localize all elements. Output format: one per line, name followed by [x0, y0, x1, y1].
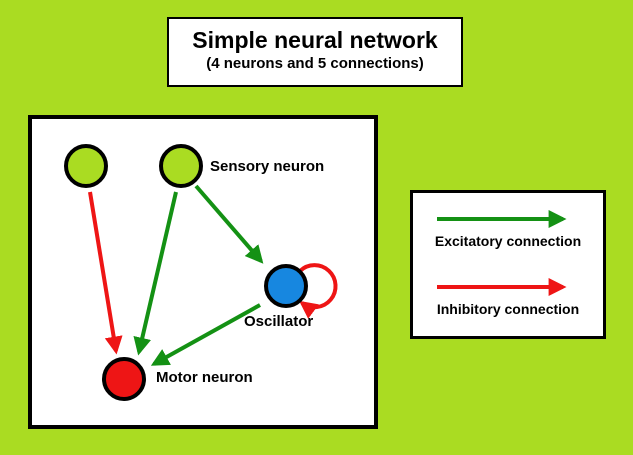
inhibitory-connection-label: Inhibitory connection: [436, 301, 580, 317]
legend-canvas: [437, 210, 567, 296]
network-diagram-panel: Sensory neuron Oscillator Motor neuron: [28, 115, 378, 429]
inhibitory-self-loop-oscillator: [298, 263, 338, 319]
oscillator-neuron: [264, 264, 308, 308]
excitatory-connection-sensory2-to-oscillator: [194, 184, 264, 264]
diagram-subtitle: (4 neurons and 5 connections): [206, 55, 424, 72]
excitatory-connection-oscillator-to-motor: [150, 303, 261, 366]
excitatory-connection-label: Excitatory connection: [434, 233, 582, 249]
diagram-title: Simple neural network: [192, 27, 438, 53]
motor-neuron-label: Motor neuron: [156, 369, 253, 386]
sensory-neuron-2: [159, 144, 203, 188]
network-canvas: [64, 144, 338, 401]
motor-neuron: [102, 357, 146, 401]
title-box: Simple neural network (4 neurons and 5 c…: [167, 17, 463, 87]
oscillator-label: Oscillator: [244, 313, 314, 330]
inhibitory-connection-sensory1-to-motor: [88, 191, 123, 355]
sensory-neuron-1: [64, 144, 108, 188]
sensory-neuron-label: Sensory neuron: [210, 158, 325, 175]
excitatory-connection-sensory2-to-motor: [133, 191, 178, 356]
legend-panel: Excitatory connection Inhibitory connect…: [410, 190, 606, 339]
